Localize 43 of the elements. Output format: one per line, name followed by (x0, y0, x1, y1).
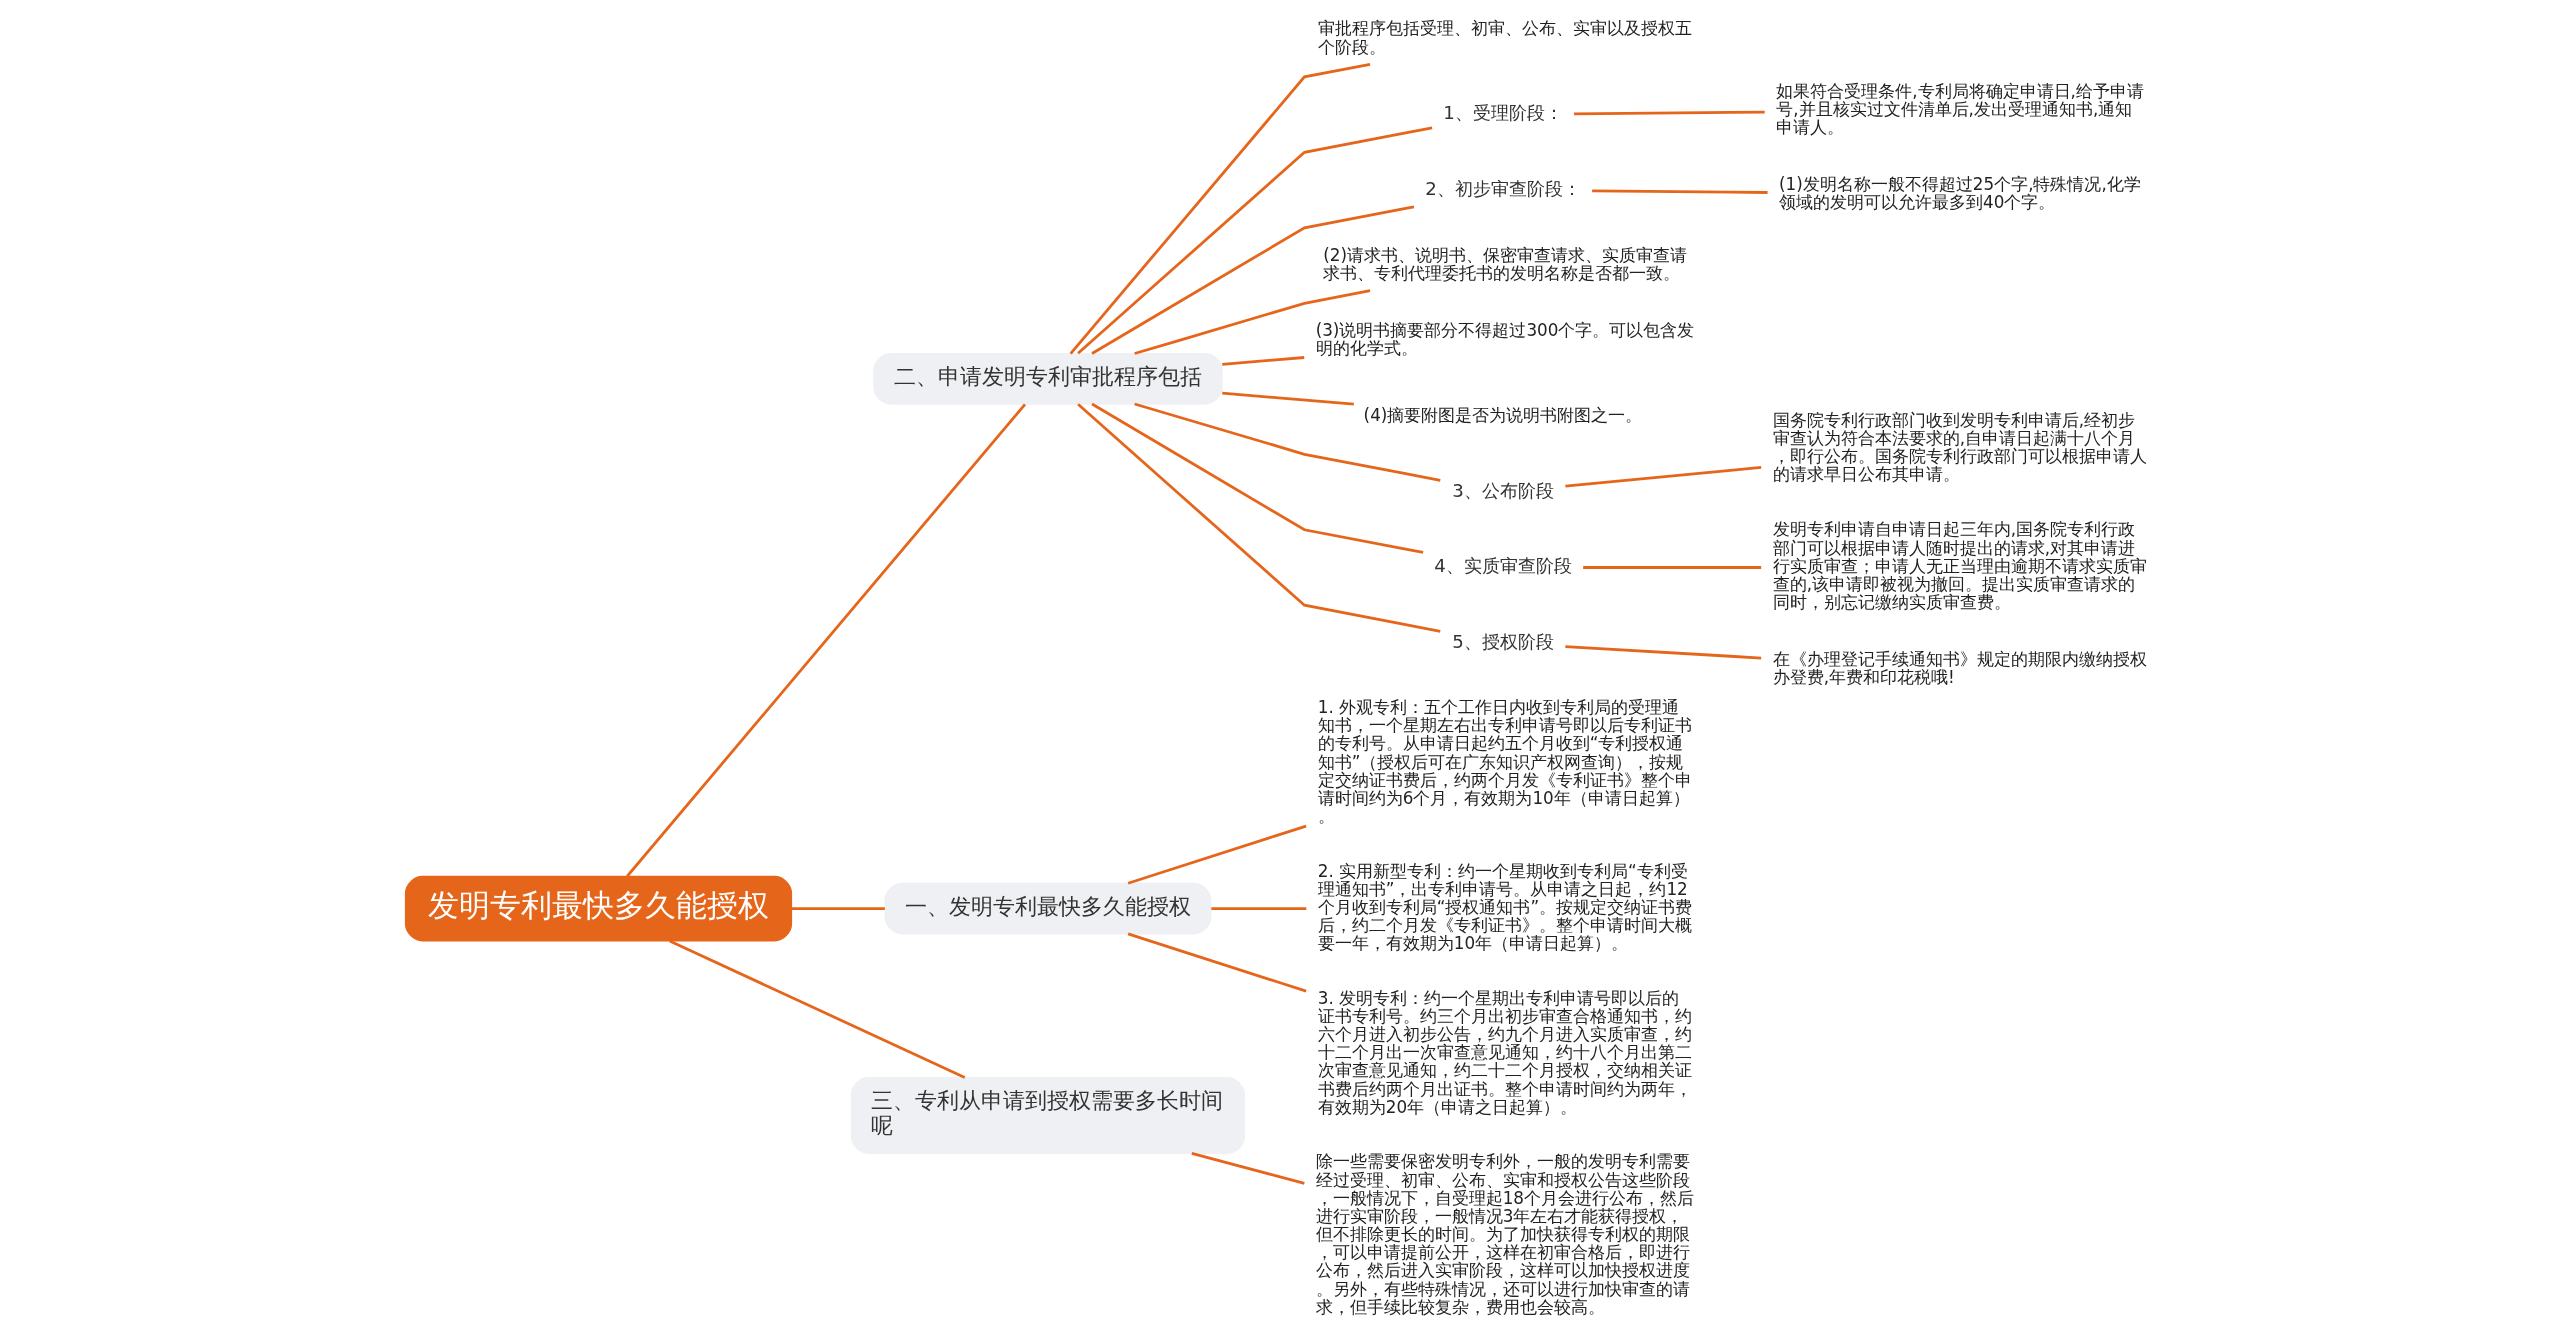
connector (1077, 403, 1441, 633)
node-text: 如果符合受理条件,专利局将确定申请日,给予申请号,并且核实过文件清单后,发出受理通知书,通知申请人。 (1776, 80, 2144, 137)
node-text: 1、受理阶段： (1443, 102, 1563, 124)
connector (626, 403, 1027, 878)
node-text: 在《办理登记手续通知书》规定的期限内缴纳授权办登费,年费和印花税哦! (1772, 648, 2147, 687)
connector (1592, 189, 1768, 194)
node-box: 一、发明专利最快多久能授权 (884, 882, 1212, 935)
connector (1134, 289, 1371, 355)
connector (1127, 932, 1307, 993)
node-text: 国务院专利行政部门收到发明专利申请后,经初步审查认为符合本法要求的,自申请日起满十八个月，即行公布。国务院专利行政部门可以根据申请人的请求早日公布其申请。 (1772, 409, 2147, 485)
node-text: (4)摘要附图是否为说明书附图之一。 (1363, 404, 1643, 425)
connector (1211, 907, 1307, 910)
node-text: (3)说明书摘要部分不得超过300个字。可以包含发明的化学式。 (1315, 320, 1695, 359)
node-box: 发明专利最快多久能授权 (404, 875, 793, 942)
node-text: 发明专利申请自申请日起三年内,国务院专利行政部门可以根据申请人随时提出的请求,对其申请进行实质审查；申请人无正当理由逾期不请求实质审查的,该申请即被视为撤回。提出实质审查请求的同时，别忘记缴纳实质审查费。 (1772, 519, 2147, 613)
node-text: 3. 发明专利：约一个星期出专利申请号即以后的证书专利号。约三个月出初步审查合格通知书，约六个月进入初步公告，约九个月进入实质审查，约十二个月出一次审查意见通知，约十八个月出第二次审查意见通知，约二十二个月授权，交纳相关证书费后约两个月出证书。整个申请时间约为两年，有效期为20年（申请之日起算）。 (1317, 987, 1692, 1117)
node-text: (2)请求书、说明书、保密审查请求、实质审查请求书、专利代理委托书的发明名称是否都一致。 (1323, 244, 1688, 283)
connector (1069, 62, 1371, 355)
connector (669, 939, 966, 1079)
node-text: 除一些需要保密发明专利外，一般的发明专利需要经过受理、初审、公布、实审和授权公告这些阶段，一般情况下，自受理起18个月会进行公布，然后进行实审阶段，一般情况3年左右才能获得授权，但不排除更长的时间。为了加快获得专利权的期限，可以申请提前公开，这样在初审合格后，即进行公布，然后进入实审阶段，这样可以加快授权进度。另外，有些特殊情况，还可以进行加快审查的请求，但手续比较复杂，费用也会较高。 (1315, 1151, 1694, 1317)
node-text: 1. 外观专利：五个工作日内收到专利局的受理通知书，一个星期左右出专利申请号即以后专利证书的专利号。从申请日起约五个月收到“专利授权通知书”（授权后可在广东知识产权网查询），按规定交纳证书费后，约两个月发《专利证书》整个申请时间约为6个月，有效期为10年（申请日起算）。 (1317, 697, 1692, 827)
connector (1565, 645, 1762, 660)
node-box: 三、专利从申请到授权需要多长时间呢 (850, 1077, 1246, 1154)
node-box: 二、申请发明专利审批程序包括 (873, 352, 1223, 405)
connector (1091, 402, 1424, 554)
node-text: 4、实质审查阶段 (1434, 555, 1572, 577)
connector (1077, 126, 1433, 355)
node-text: 2. 实用新型专利：约一个星期收到专利局“专利受理通知书”，出专利申请号。从申请之日起，约12个月收到专利局“授权通知书”。按规定交纳证书费后，约二个月发《专利证书》。整个申请时间大概要一年，有效期为10年（申请日起算）。 (1317, 860, 1693, 954)
node-text: (1)发明名称一般不得超过25个字,特殊情况,化学领域的发明可以允许最多到40个字。 (1779, 173, 2141, 212)
connector (1574, 110, 1765, 116)
connector (1191, 1152, 1305, 1185)
connector (1127, 824, 1307, 885)
connector (1222, 391, 1354, 406)
node-text: 审批程序包括受理、初审、公布、实审以及授权五个阶段。 (1317, 18, 1692, 57)
connector (1091, 205, 1415, 355)
node-text: 5、授权阶段 (1452, 630, 1554, 652)
node-text: 2、初步审查阶段： (1425, 177, 1581, 199)
connector (1565, 466, 1762, 488)
connector (1222, 356, 1305, 366)
connector (1134, 402, 1441, 482)
connector (791, 907, 885, 910)
node-text: 3、公布阶段 (1452, 479, 1554, 501)
connector (1583, 566, 1762, 569)
